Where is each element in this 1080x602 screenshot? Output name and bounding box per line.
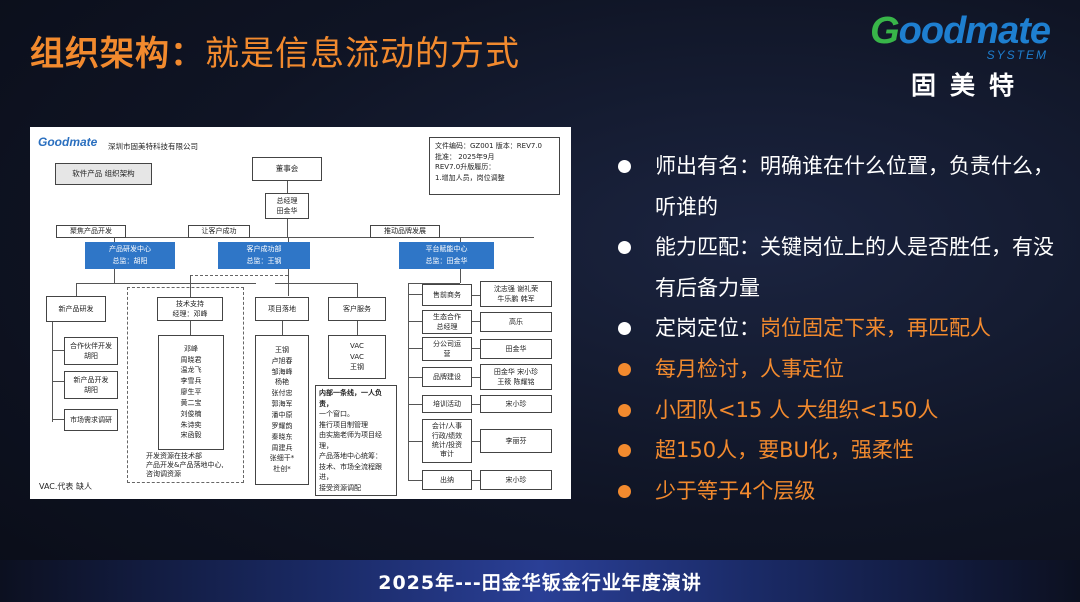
platform-people-finance: 李丽芬	[480, 429, 552, 453]
bullet-item: 每月检讨，人事定位	[615, 349, 1055, 390]
center-platform: 平台赋能中心总监：田金华	[399, 242, 494, 269]
board-box: 董事会	[252, 157, 322, 181]
tech-head: 技术支持经理：邓峰	[157, 297, 223, 321]
tech-note: 开发资源在技术部产品开发&产品落地中心,咨询调资源	[146, 452, 224, 478]
bullet-item: 超150人，要BU化，强柔性	[615, 430, 1055, 471]
platform-people-branch: 田金华	[480, 339, 552, 359]
flow-label-customer: 让客户成功	[188, 225, 250, 238]
bullet-item: 少于等于4个层级	[615, 471, 1055, 512]
platform-people-presales: 沈志强 谢礼荣牛乐鹏 韩军	[480, 281, 552, 307]
center-customer: 客户成功部总监：王钢	[218, 242, 310, 269]
rd-item-newproduct: 新产品开发胡阳	[64, 371, 118, 399]
org-tag: 软件产品 组织架构	[55, 163, 152, 185]
bullet-item: 师出有名：明确谁在什么位置，负责什么，听谁的	[615, 146, 1055, 227]
service-head: 客户服务	[328, 297, 386, 321]
gm-box: 总经理田金华	[265, 193, 309, 219]
platform-dept-finance: 会计/人事行政/绩效统计/投资审计	[422, 419, 472, 463]
bullet-item: 能力匹配：关键岗位上的人是否胜任，有没有后备力量	[615, 227, 1055, 308]
org-logo: Goodmate	[38, 135, 98, 149]
flow-label-product: 聚焦产品开发	[56, 225, 126, 238]
platform-dept-cashier: 出纳	[422, 470, 472, 490]
platform-people-eco: 高乐	[480, 312, 552, 332]
platform-dept-eco: 生态合作总经理	[422, 310, 472, 334]
platform-people-training: 宋小珍	[480, 395, 552, 413]
platform-dept-branch: 分公司运营	[422, 337, 472, 361]
center-rd: 产品研发中心总监：胡阳	[85, 242, 175, 269]
brand-logo: Goodmate SYSTEM 固美特	[870, 4, 1058, 100]
bullet-item: 小团队<15 人 大组织<150人	[615, 390, 1055, 431]
project-head: 项目落地	[255, 297, 309, 321]
slide-title-sub: 就是信息流动的方式	[205, 34, 520, 74]
logo-system-text: SYSTEM	[986, 48, 1048, 62]
platform-dept-training: 培训活动	[422, 395, 472, 413]
org-chart-image: Goodmate 深圳市固美特科技有限公司 软件产品 组织架构 文件编码：GZ0…	[30, 127, 571, 499]
rd-item-market: 市场需求调研	[64, 409, 118, 431]
rd-head: 新产品研发	[46, 296, 106, 322]
slide-title-main: 组织架构：	[30, 34, 205, 74]
platform-dept-presales: 售前商务	[422, 284, 472, 306]
slide-title: 组织架构：就是信息流动的方式	[30, 26, 520, 75]
platform-people-cashier: 宋小珍	[480, 470, 552, 490]
platform-people-brand: 田金华 宋小珍王筱 陈耀铭	[480, 364, 552, 390]
bullet-item: 定岗定位：岗位固定下来，再匹配人	[615, 308, 1055, 349]
project-note-box: 内部一条线，一人负责，一个窗口。推行项目制管理由实施老师为项目经理，产品落地中心…	[315, 385, 397, 496]
logo-chinese-name: 固美特	[910, 71, 1028, 100]
vac-note: VAC.代表 缺人	[39, 482, 92, 491]
rd-item-partner: 合作伙伴开发胡阳	[64, 337, 118, 365]
project-members: 王钢卢旭春邹海峰杨艳张付忠郭海军潘中原罗耀韵秦晓东周建兵张细干*杜创*	[255, 335, 309, 485]
platform-dept-brand: 品牌建设	[422, 367, 472, 387]
logo-wordmark: Goodmate	[870, 10, 1051, 52]
footer-text: 2025年---田金华钣金行业年度演讲	[378, 571, 702, 594]
tech-members: 邓峰周晓君温龙飞李雪兵廖生平黄二宝刘俊楠朱诗奕宋函毅	[158, 335, 224, 450]
flow-label-brand: 推动品牌发展	[370, 225, 440, 238]
org-company-name: 深圳市固美特科技有限公司	[108, 142, 198, 151]
bullet-list: 师出有名：明确谁在什么位置，负责什么，听谁的 能力匹配：关键岗位上的人是否胜任，…	[615, 146, 1055, 511]
footer-banner: 2025年---田金华钣金行业年度演讲	[0, 560, 1080, 602]
